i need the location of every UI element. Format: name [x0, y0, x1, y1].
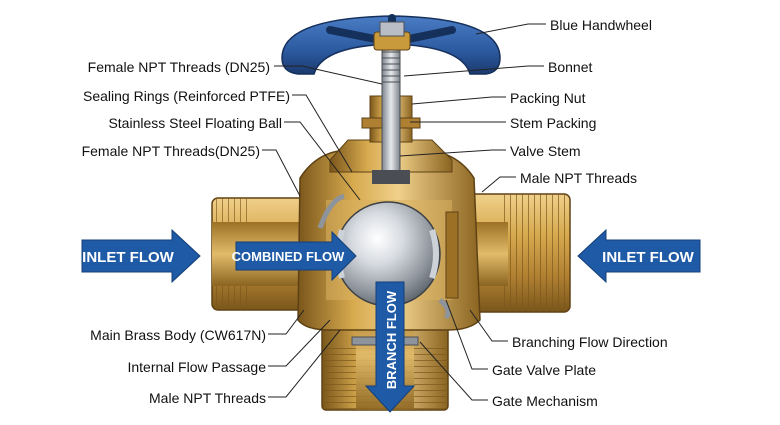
inlet-flow-right-arrow: INLET FLOW [577, 228, 701, 284]
callout-bonnet: Bonnet [548, 59, 593, 75]
callout-gate-mechanism: Gate Mechanism [492, 393, 598, 409]
callout-female-npt-dn25: Female NPT Threads (DN25) [87, 59, 270, 75]
callout-branching-dir: Branching Flow Direction [512, 334, 668, 350]
callout-packing-nut: Packing Nut [510, 90, 586, 106]
floating-ball [335, 201, 441, 307]
callout-stem-packing: Stem Packing [510, 115, 597, 131]
combined-flow-label: COMBINED FLOW [232, 249, 345, 264]
inlet-flow-right-label: INLET FLOW [602, 249, 694, 266]
handwheel [281, 14, 501, 75]
callout-gate-plate: Gate Valve Plate [492, 362, 597, 378]
inlet-flow-left-label: INLET FLOW [82, 249, 174, 266]
callout-flow-passage: Internal Flow Passage [127, 359, 266, 375]
callout-brass-body: Main Brass Body (CW617N) [90, 327, 266, 343]
branch-flow-arrow: BRANCH FLOW [364, 281, 416, 413]
callout-female-npt-dn25b: Female NPT Threads(DN25) [81, 143, 260, 159]
branch-flow-label: BRANCH FLOW [384, 290, 399, 389]
leader-lines [262, 23, 546, 401]
callout-handwheel: Blue Handwheel [550, 17, 652, 33]
callout-sealing-rings: Sealing Rings (Reinforced PTFE) [83, 88, 290, 104]
callout-male-npt-right: Male NPT Threads [520, 170, 637, 186]
callout-valve-stem: Valve Stem [510, 143, 581, 159]
callout-male-npt-bottom: Male NPT Threads [149, 390, 266, 406]
callout-floating-ball: Stainless Steel Floating Ball [108, 115, 282, 131]
bonnet-assembly [329, 39, 453, 184]
combined-flow-arrow: COMBINED FLOW [232, 230, 357, 282]
inlet-flow-left-arrow: INLET FLOW [81, 228, 201, 284]
